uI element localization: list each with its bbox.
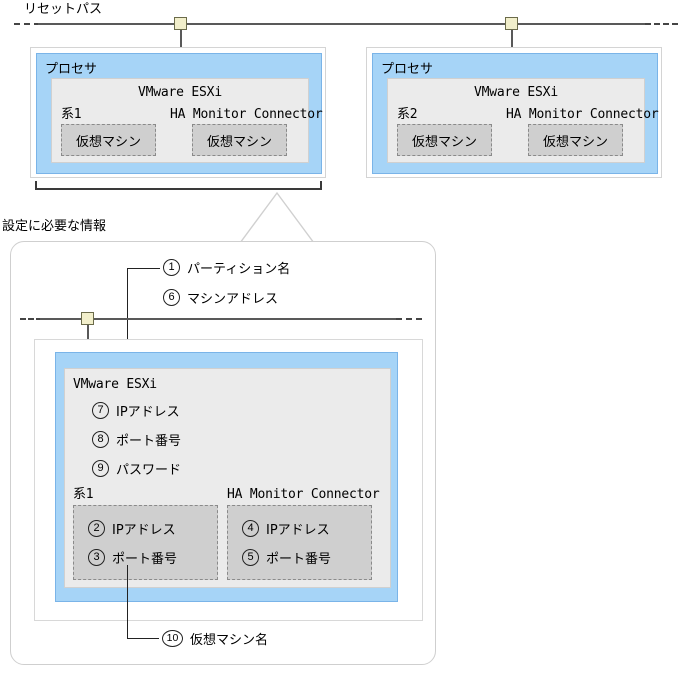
processor-2-left-vm: 仮想マシン: [397, 124, 492, 156]
processor-1-hypervisor-area: VMware ESXi 系1 HA Monitor Connector 仮想マシ…: [51, 78, 323, 163]
zoom-expander: [239, 191, 315, 243]
reset-path-dash-right: [645, 23, 678, 25]
detail-blue-body: VMware ESXi 7 IPアドレス 8 ポート番号 9 パスワード 系1 …: [55, 352, 398, 602]
processor-1-title: プロセサ: [45, 62, 98, 77]
callout-text-vm-name: 仮想マシン名: [190, 633, 269, 648]
reset-path-drop-left: [180, 30, 182, 54]
callout-1-leader-horizontal: [127, 268, 160, 269]
callout-number-2: 2: [88, 520, 105, 537]
callout-sys1-port: 3 ポート番号: [88, 548, 177, 567]
processor-1-right-vm-label: 仮想マシン: [206, 134, 272, 150]
detail-left-vm-box: 2 IPアドレス 3 ポート番号: [73, 505, 218, 580]
callout-number-6: 6: [163, 289, 180, 306]
reset-path-drop-right: [511, 30, 513, 54]
reset-path-line: [38, 23, 648, 25]
detail-reset-path-dash-right: [396, 318, 422, 320]
callout-number-10: 10: [162, 630, 183, 647]
detail-right-group-label: HA Monitor Connector: [227, 487, 380, 502]
callout-1-leader-vertical: [127, 268, 128, 356]
callout-partition-name: 1 パーティション名: [163, 258, 290, 277]
processor-2-blue-body: プロセサ VMware ESXi 系2 HA Monitor Connector…: [372, 53, 659, 174]
callout-number-7: 7: [92, 402, 109, 419]
detail-reset-path-connector: [81, 312, 94, 325]
detail-left-group-label: 系1: [73, 487, 94, 502]
callout-machine-address: 6 マシンアドレス: [163, 288, 278, 307]
settings-section-label: 設定に必要な情報: [2, 219, 107, 234]
processor-2-right-vm-label: 仮想マシン: [542, 134, 608, 150]
callout-esxi-password: 9 パスワード: [92, 459, 181, 478]
processor-1-right-group-label: HA Monitor Connector: [170, 107, 323, 122]
reset-path-connector-right: [505, 17, 518, 30]
reset-path-connector-left: [174, 17, 187, 30]
callout-hamc-ip: 4 IPアドレス: [242, 519, 330, 538]
callout-vm-name: 10 仮想マシン名: [162, 629, 268, 648]
processor-1-right-vm: 仮想マシン: [192, 124, 287, 156]
processor-2-left-vm-label: 仮想マシン: [411, 134, 477, 150]
callout-text-sys1-ip: IPアドレス: [112, 523, 176, 538]
callout-text-sys1-port: ポート番号: [112, 552, 178, 567]
processor-1-hypervisor-label: VMware ESXi: [138, 85, 222, 100]
callout-text-esxi-password: パスワード: [116, 463, 182, 478]
processor-2-hypervisor-area: VMware ESXi 系2 HA Monitor Connector 仮想マシ…: [387, 78, 659, 163]
callout-hamc-port: 5 ポート番号: [242, 548, 331, 567]
reset-path-dash-left: [14, 23, 40, 25]
detail-right-vm-box: 4 IPアドレス 5 ポート番号: [227, 505, 372, 580]
callout-10-leader-horizontal: [127, 638, 159, 639]
callout-text-machine-address: マシンアドレス: [187, 292, 279, 307]
processor-2-right-vm: 仮想マシン: [528, 124, 623, 156]
detail-hypervisor-area: VMware ESXi 7 IPアドレス 8 ポート番号 9 パスワード 系1 …: [64, 368, 391, 588]
processor-unit-2: プロセサ VMware ESXi 系2 HA Monitor Connector…: [366, 47, 662, 178]
callout-number-8: 8: [92, 431, 109, 448]
callout-text-hamc-ip: IPアドレス: [266, 523, 330, 538]
processor-2-left-group-label: 系2: [397, 107, 418, 122]
detail-reset-path-line: [40, 318, 398, 320]
callout-text-hamc-port: ポート番号: [266, 552, 332, 567]
processor-2-title: プロセサ: [381, 62, 434, 77]
detail-hypervisor-label: VMware ESXi: [73, 377, 157, 392]
callout-10-leader-vertical: [127, 565, 128, 638]
callout-text-esxi-port: ポート番号: [116, 434, 182, 449]
processor-1-left-vm: 仮想マシン: [61, 124, 156, 156]
processor-1-left-group-label: 系1: [61, 107, 82, 122]
callout-number-1: 1: [163, 259, 180, 276]
callout-text-partition-name: パーティション名: [187, 262, 291, 277]
zoom-bracket: [35, 181, 322, 190]
processor-unit-1: プロセサ VMware ESXi 系1 HA Monitor Connector…: [30, 47, 326, 178]
processor-2-right-group-label: HA Monitor Connector: [506, 107, 659, 122]
reset-path-label: リセットパス: [24, 2, 103, 17]
detail-reset-path-dash-left: [20, 318, 42, 320]
callout-number-3: 3: [88, 549, 105, 566]
callout-sys1-ip: 2 IPアドレス: [88, 519, 176, 538]
callout-number-9: 9: [92, 460, 109, 477]
callout-esxi-port: 8 ポート番号: [92, 430, 181, 449]
callout-esxi-ip: 7 IPアドレス: [92, 401, 180, 420]
callout-text-esxi-ip: IPアドレス: [116, 405, 180, 420]
processor-1-blue-body: プロセサ VMware ESXi 系1 HA Monitor Connector…: [36, 53, 323, 174]
callout-number-5: 5: [242, 549, 259, 566]
callout-number-4: 4: [242, 520, 259, 537]
processor-1-left-vm-label: 仮想マシン: [75, 134, 141, 150]
processor-2-hypervisor-label: VMware ESXi: [474, 85, 558, 100]
